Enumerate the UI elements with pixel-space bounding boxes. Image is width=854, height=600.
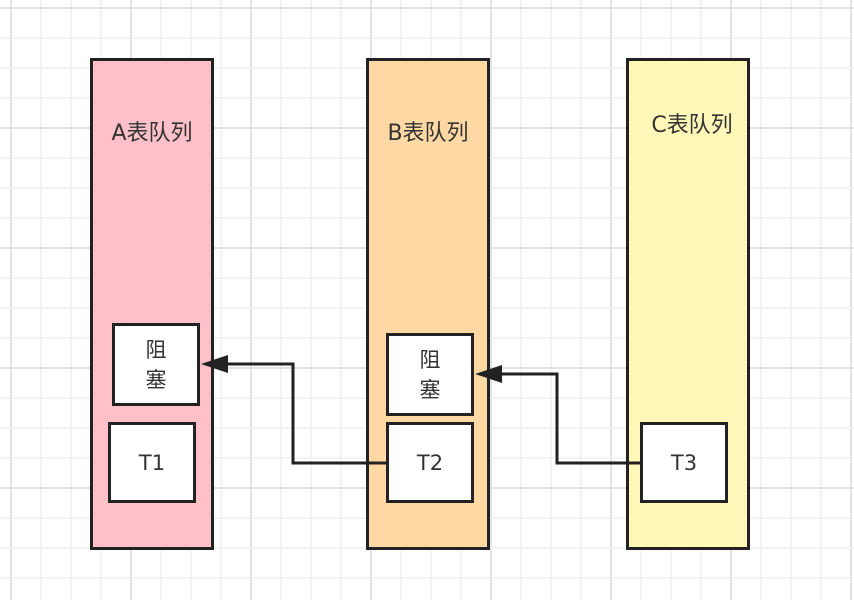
queue-b-blocked-box[interactable]: 阻 塞 xyxy=(386,333,474,416)
arrowhead-b-blocked xyxy=(475,365,502,383)
queue-a-title: A表队列 xyxy=(111,121,193,146)
edge-t2-to-a-blocked xyxy=(226,362,387,465)
queue-a-blocked-box[interactable]: 阻 塞 xyxy=(112,323,200,406)
queue-b-title: B表队列 xyxy=(387,121,469,146)
task-t3-box[interactable]: T3 xyxy=(640,422,728,503)
task-t2-box[interactable]: T2 xyxy=(386,422,474,503)
edge-t3-to-b-blocked xyxy=(500,372,641,465)
queue-c-title: C表队列 xyxy=(651,113,733,138)
task-t1-box[interactable]: T1 xyxy=(108,422,196,503)
arrowhead-a-blocked xyxy=(201,355,228,373)
